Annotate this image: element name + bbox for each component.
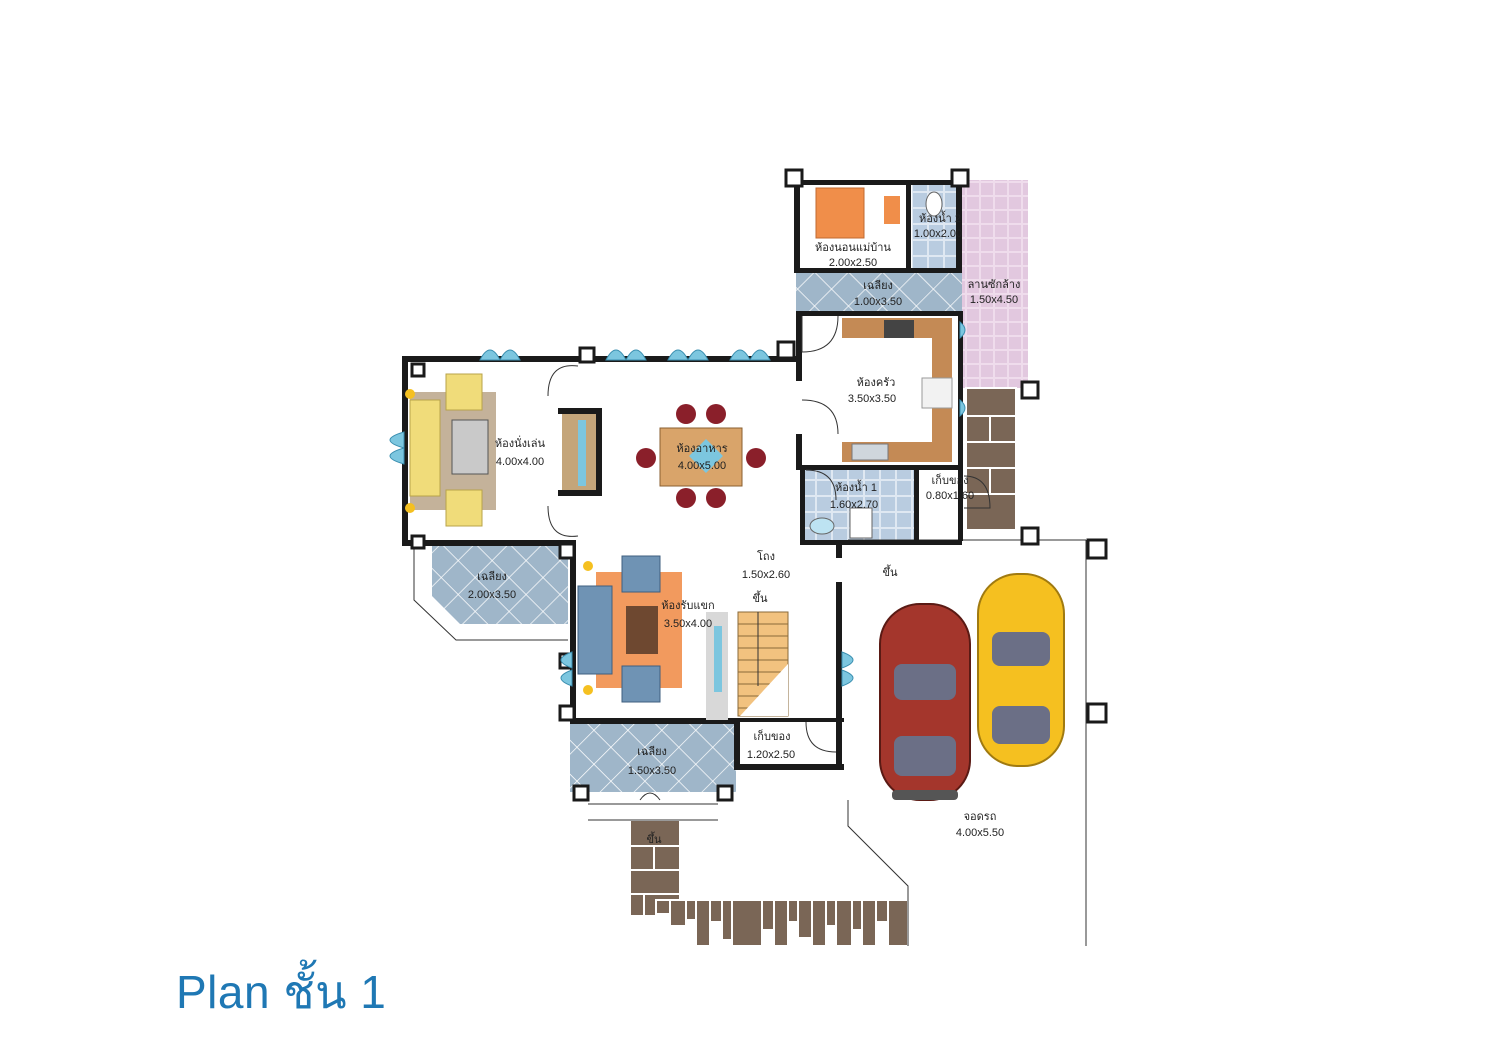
eave-left-floor [432, 546, 568, 624]
storage-size: 1.20x2.50 [747, 749, 795, 761]
eave-top-size: 1.00x3.50 [854, 296, 902, 308]
bathroom-2-size: 1.00x2.00 [914, 228, 962, 240]
bathroom-1-name: ห้องน้ำ 1 [835, 479, 877, 494]
stairs [737, 611, 789, 717]
maid-room-name: ห้องนอนแม่บ้าน [815, 242, 891, 254]
kitchen-size: 3.50x3.50 [848, 393, 896, 405]
living-size: 4.00x4.00 [496, 456, 544, 468]
guest-name: ห้องรับแขก [661, 600, 714, 612]
storage-small-size: 0.80x1.60 [926, 490, 974, 502]
maid-room-size: 2.00x2.50 [829, 257, 877, 269]
laundry-name: ลานซักล้าง [968, 279, 1021, 291]
car-red [879, 603, 971, 801]
bathroom-2-name: ห้องน้ำ 2 [919, 210, 961, 225]
stone-path-front [629, 819, 909, 947]
storage-small-name: เก็บของ [932, 473, 969, 487]
eave-front-name: เฉลียง [637, 745, 667, 758]
living-name: ห้องนั่งเล่น [495, 435, 546, 450]
up-stairs-label: ขึ้น [752, 590, 768, 605]
car-yellow [977, 573, 1065, 767]
walls [402, 178, 963, 770]
corner-posts [410, 168, 1108, 802]
laundry-floor [962, 180, 1028, 388]
eave-left-size: 2.00x3.50 [468, 589, 516, 601]
carport-size: 4.00x5.50 [956, 827, 1004, 839]
hall-name: โถง [757, 549, 775, 563]
eave-front-size: 1.50x3.50 [628, 765, 676, 777]
eave-top-floor [796, 273, 962, 311]
windows [389, 320, 966, 687]
eave-top-name: เฉลียง [863, 279, 893, 292]
stone-path-right [965, 387, 1017, 531]
up-side-label: ขึ้น [882, 564, 898, 579]
bath-fixtures [809, 191, 943, 539]
hall-size: 1.50x2.60 [742, 569, 790, 581]
carport-name: จอดรถ [964, 811, 997, 823]
eave-left-name: เฉลียง [477, 570, 507, 583]
bathroom-1-size: 1.60x2.70 [830, 499, 878, 511]
dining-furniture [636, 404, 766, 508]
laundry-size: 1.50x4.50 [970, 294, 1018, 306]
up-front-label: ขึ้น [646, 831, 662, 846]
dining-name: ห้องอาหาร [676, 443, 727, 455]
kitchen-furniture [842, 318, 953, 462]
living-furniture [405, 373, 596, 527]
terrace-outline-left [413, 548, 568, 641]
eave-front-floor [570, 722, 736, 792]
doors [547, 315, 991, 801]
storage-name: เก็บของ [754, 729, 791, 743]
dining-size: 4.00x5.00 [678, 460, 726, 472]
room-labels: ห้องนอนแม่บ้าน 2.00x2.50 ห้องน้ำ 2 1.00x… [468, 210, 1021, 846]
plan-title: Plan ชั้น 1 [176, 966, 387, 1018]
maid-furniture [815, 187, 900, 239]
guest-size: 3.50x4.00 [664, 618, 712, 630]
kitchen-name: ห้องครัว [857, 377, 896, 389]
guest-furniture [577, 555, 728, 720]
